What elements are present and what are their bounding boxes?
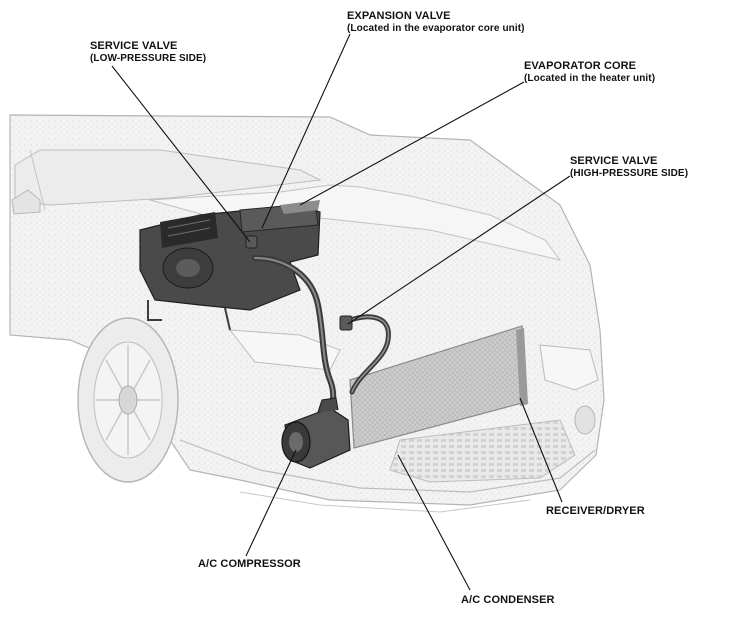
label-service-valve-high-title: SERVICE VALVE bbox=[570, 155, 658, 167]
label-service-valve-low-note: (LOW-PRESSURE SIDE) bbox=[90, 53, 207, 64]
leader-condenser bbox=[397, 454, 471, 591]
ac-compressor-part bbox=[281, 397, 351, 469]
label-expansion-valve: EXPANSION VALVE (Located in the evaporat… bbox=[347, 10, 525, 35]
leader-service-valve-high bbox=[347, 175, 571, 325]
label-service-valve-low: SERVICE VALVE (LOW-PRESSURE SIDE) bbox=[90, 40, 206, 65]
leader-evaporator-core bbox=[299, 81, 525, 206]
high-pressure-port bbox=[339, 315, 353, 331]
leader-expansion-valve bbox=[261, 33, 351, 229]
label-expansion-valve-note: (Located in the evaporator core unit) bbox=[347, 23, 525, 34]
leader-compressor bbox=[245, 449, 297, 557]
leader-service-valve-low bbox=[111, 65, 251, 243]
front-wheel bbox=[77, 317, 179, 483]
label-service-valve-high-note: (HIGH-PRESSURE SIDE) bbox=[570, 168, 689, 179]
label-ac-condenser: A/C CONDENSER bbox=[461, 594, 555, 606]
leader-lines bbox=[111, 33, 571, 591]
label-receiver-dryer: RECEIVER/DRYER bbox=[546, 505, 645, 517]
condenser-unit bbox=[349, 325, 528, 449]
label-evaporator-core: EVAPORATOR CORE (Located in the heater u… bbox=[524, 60, 655, 85]
label-ac-compressor: A/C COMPRESSOR bbox=[198, 558, 301, 570]
label-evaporator-core-note: (Located in the heater unit) bbox=[524, 73, 656, 84]
label-expansion-valve-title: EXPANSION VALVE bbox=[347, 10, 451, 22]
heater-evaporator-unit bbox=[139, 200, 321, 331]
leader-receiver-dryer bbox=[519, 397, 563, 503]
label-evaporator-core-title: EVAPORATOR CORE bbox=[524, 60, 637, 72]
label-service-valve-low-title: SERVICE VALVE bbox=[90, 40, 178, 52]
label-service-valve-high: SERVICE VALVE (HIGH-PRESSURE SIDE) bbox=[570, 155, 688, 180]
low-pressure-port bbox=[245, 235, 258, 249]
